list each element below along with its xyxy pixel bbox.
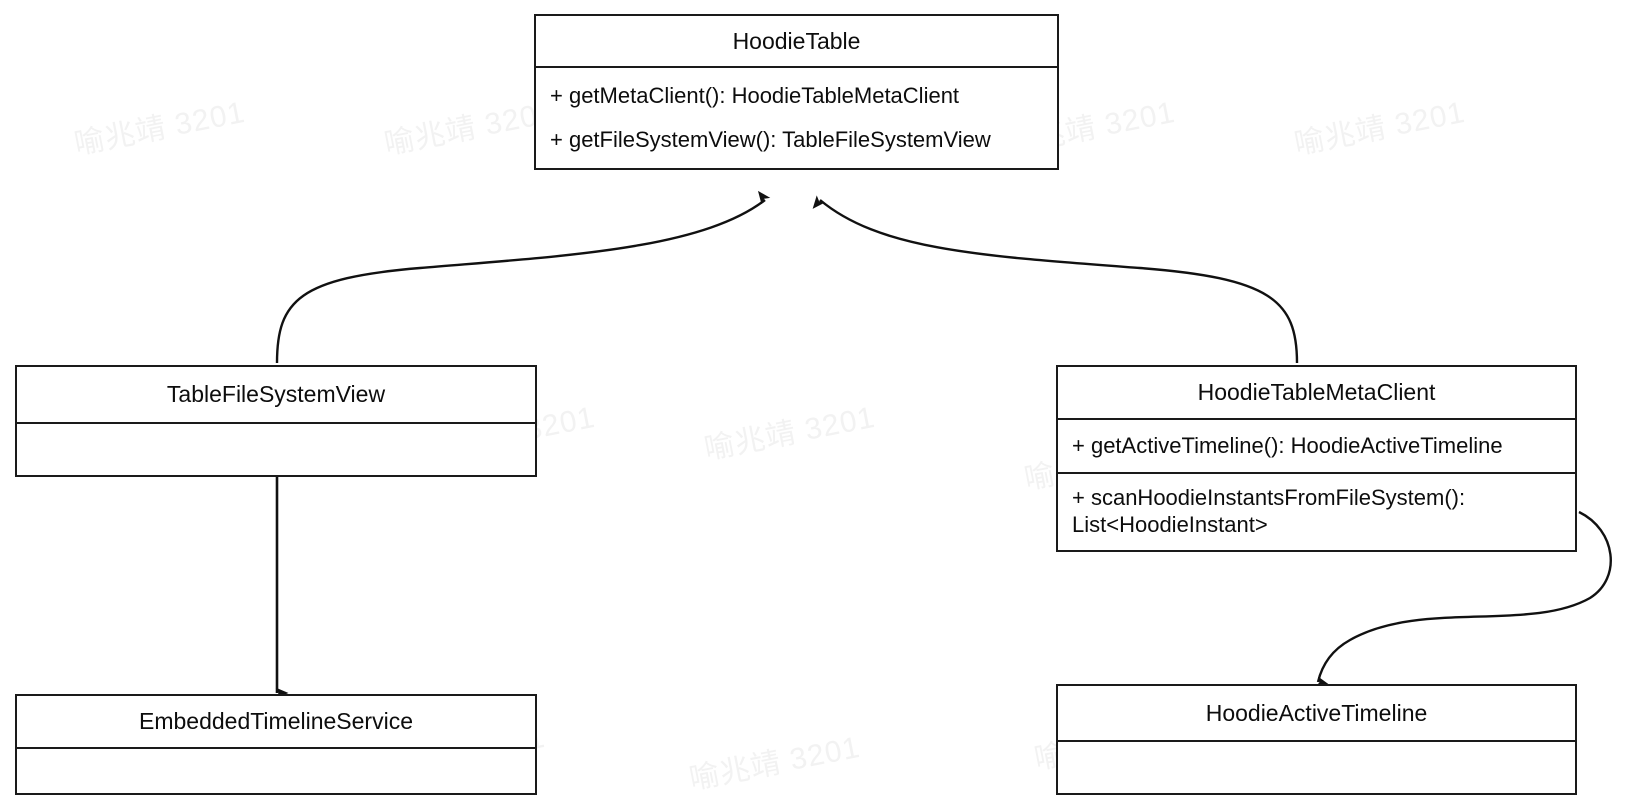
class-member: + getActiveTimeline(): HoodieActiveTimel… [1072,432,1503,458]
class-name-tablefilesystemview: TableFileSystemView [17,367,535,424]
class-member: + scanHoodieInstantsFromFileSystem(): Li… [1072,485,1466,537]
class-member: + getFileSystemView(): TableFileSystemVi… [550,126,991,152]
class-box-hoodietablemetaclient[interactable]: HoodieTableMetaClient + getActiveTimelin… [1056,365,1577,552]
class-member: + getMetaClient(): HoodieTableMetaClient [550,82,960,108]
class-name-hoodietable: HoodieTable [536,16,1057,68]
watermark-text: 喻兆靖 3201 [381,95,558,162]
class-name-hoodietablemetaclient: HoodieTableMetaClient [1058,367,1575,420]
class-members-embeddedtimelineservice [17,749,535,793]
watermark-text: 喻兆靖 3201 [686,730,863,797]
watermark-text: 喻兆靖 3201 [1291,95,1468,162]
class-name-hoodieactivetimeline: HoodieActiveTimeline [1058,686,1575,742]
class-name-embeddedtimelineservice: EmbeddedTimelineService [17,696,535,749]
class-members-hoodietablemetaclient-group2: + scanHoodieInstantsFromFileSystem(): Li… [1058,472,1575,550]
class-box-hoodietable[interactable]: HoodieTable + getMetaClient(): HoodieTab… [534,14,1059,170]
class-box-tablefilesystemview[interactable]: TableFileSystemView [15,365,537,477]
class-members-hoodietable: + getMetaClient(): HoodieTableMetaClient… [536,68,1057,168]
class-members-hoodieactivetimeline [1058,742,1575,793]
relation-hoodietablemetaclient-to-hoodietable [820,200,1299,364]
relation-tablefilesystemview-to-hoodietable [275,200,765,364]
class-members-hoodietablemetaclient-group1: + getActiveTimeline(): HoodieActiveTimel… [1058,420,1575,472]
class-members-tablefilesystemview [17,424,535,475]
class-box-hoodieactivetimeline[interactable]: HoodieActiveTimeline [1056,684,1577,795]
watermark-text: 喻兆靖 3201 [71,95,248,162]
watermark-text: 喻兆靖 3201 [701,400,878,467]
class-box-embeddedtimelineservice[interactable]: EmbeddedTimelineService [15,694,537,795]
